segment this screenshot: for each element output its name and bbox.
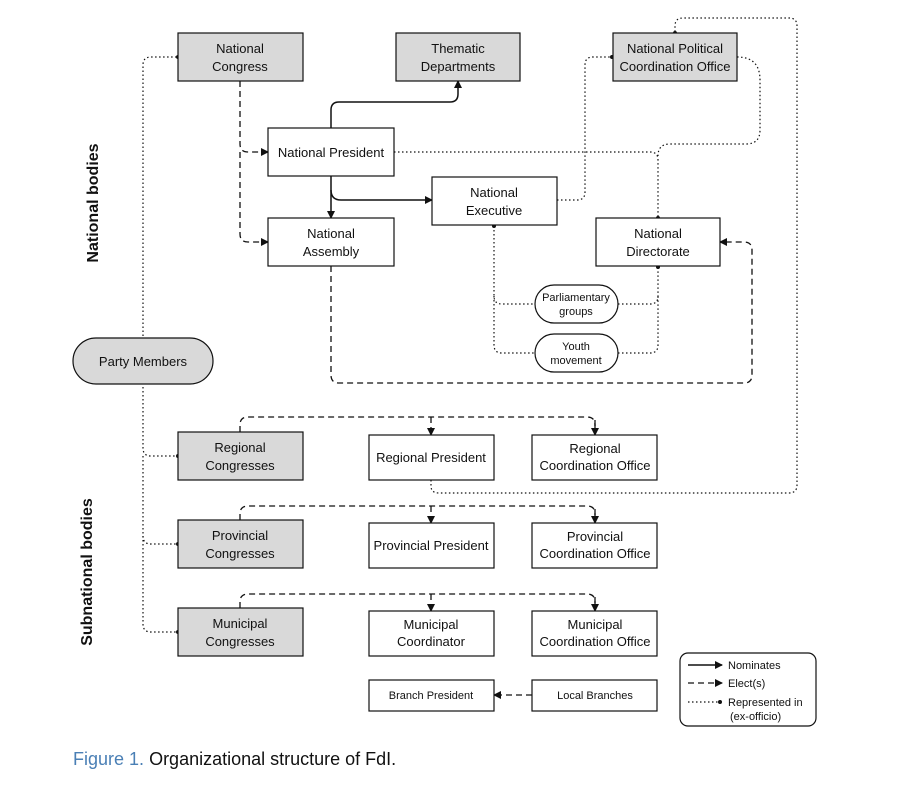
- legend-represented: Represented in: [728, 697, 803, 709]
- edge-congress-assembly: [239, 152, 269, 246]
- svg-text:Regional President: Regional President: [376, 450, 486, 465]
- node-national-president: National President: [267, 127, 395, 177]
- edge-members-municipal-congress: [142, 536, 180, 634]
- org-structure-diagram: National bodies Subnational bodies Natio…: [72, 17, 817, 727]
- svg-text:Provincial: Provincial: [567, 529, 623, 544]
- svg-text:Congresses: Congresses: [205, 634, 275, 649]
- node-party-members: Party Members: [72, 337, 214, 385]
- figure-caption: Figure 1. Organizational structure of Fd…: [73, 749, 396, 770]
- edge-executive-youth: [493, 296, 535, 354]
- svg-text:Directorate: Directorate: [626, 244, 690, 259]
- edge-members-regional-congress: [142, 383, 180, 458]
- svg-text:National: National: [634, 226, 682, 241]
- svg-text:Youth: Youth: [562, 341, 590, 353]
- svg-text:Coordination Office: Coordination Office: [539, 546, 650, 561]
- svg-text:National: National: [470, 185, 518, 200]
- svg-text:Coordination Office: Coordination Office: [539, 634, 650, 649]
- node-national-directorate: National Directorate: [595, 217, 721, 267]
- svg-text:Congresses: Congresses: [205, 458, 275, 473]
- svg-text:Congresses: Congresses: [205, 546, 275, 561]
- legend-elects: Elect(s): [728, 678, 765, 690]
- svg-text:Provincial: Provincial: [212, 528, 268, 543]
- caption-label: Figure 1.: [73, 749, 145, 769]
- node-provincial-president: Provincial President: [368, 522, 495, 569]
- caption-text: Organizational structure of FdI.: [149, 749, 397, 769]
- svg-text:Provincial President: Provincial President: [374, 538, 489, 553]
- svg-text:National President: National President: [278, 145, 385, 160]
- svg-text:Coordination Office: Coordination Office: [619, 59, 730, 74]
- node-municipal-congresses: Municipal Congresses: [177, 607, 304, 657]
- node-political-coordination-office: National Political Coordination Office: [612, 32, 738, 82]
- node-national-congress: National Congress: [177, 32, 304, 82]
- svg-text:Municipal: Municipal: [404, 617, 459, 632]
- node-municipal-coordination-office: Municipal Coordination Office: [531, 610, 658, 657]
- connectors: [142, 17, 798, 699]
- node-regional-coordination-office: Regional Coordination Office: [531, 434, 658, 481]
- edge-congress-president: [239, 81, 269, 156]
- svg-text:Branch President: Branch President: [389, 690, 473, 702]
- node-regional-congresses: Regional Congresses: [177, 431, 304, 481]
- edge-members-national-congress: [142, 55, 180, 340]
- edge-assembly-directorate: [330, 238, 753, 384]
- svg-text:Departments: Departments: [421, 59, 496, 74]
- svg-text:Coordination Office: Coordination Office: [539, 458, 650, 473]
- edge-youth-directorate: [618, 296, 659, 354]
- svg-text:Congress: Congress: [212, 59, 268, 74]
- node-municipal-coordinator: Municipal Coordinator: [368, 610, 495, 657]
- node-provincial-congresses: Provincial Congresses: [177, 519, 304, 569]
- svg-text:Regional: Regional: [569, 441, 620, 456]
- svg-text:Assembly: Assembly: [303, 244, 360, 259]
- node-national-assembly: National Assembly: [267, 217, 395, 267]
- node-thematic-departments: Thematic Departments: [395, 32, 521, 82]
- svg-text:National: National: [307, 226, 355, 241]
- node-provincial-coordination-office: Provincial Coordination Office: [531, 522, 658, 569]
- node-national-executive: National Executive: [431, 176, 558, 226]
- svg-text:Municipal: Municipal: [568, 617, 623, 632]
- edge-executive-parliamentary: [492, 224, 535, 305]
- svg-text:Municipal: Municipal: [213, 616, 268, 631]
- section-label-subnational: Subnational bodies: [79, 498, 96, 646]
- svg-text:movement: movement: [550, 355, 601, 367]
- legend-nominates: Nominates: [728, 660, 781, 672]
- svg-text:Parliamentary: Parliamentary: [542, 292, 610, 304]
- edge-parliamentary-directorate: [618, 265, 660, 305]
- svg-text:Executive: Executive: [466, 203, 522, 218]
- svg-text:National Political: National Political: [627, 41, 723, 56]
- edge-executive-political-office: [557, 55, 614, 201]
- svg-text:Party Members: Party Members: [99, 354, 188, 369]
- node-parliamentary-groups: Parliamentary groups: [534, 284, 619, 324]
- svg-text:Thematic: Thematic: [431, 41, 485, 56]
- edge-president-directorate: [394, 151, 660, 220]
- svg-text:National: National: [216, 41, 264, 56]
- node-local-branches: Local Branches: [531, 679, 658, 712]
- legend: Nominates Elect(s) Represented in (ex-of…: [679, 652, 817, 727]
- node-branch-president: Branch President: [368, 679, 495, 712]
- edge-president-thematic: [330, 80, 462, 128]
- svg-text:groups: groups: [559, 306, 593, 318]
- svg-text:Coordinator: Coordinator: [397, 634, 466, 649]
- edge-members-provincial-congress: [142, 456, 180, 546]
- edge-president-executive: [330, 189, 433, 204]
- svg-text:Regional: Regional: [214, 440, 265, 455]
- legend-represented-sub: (ex-officio): [730, 711, 781, 723]
- section-label-national: National bodies: [85, 143, 102, 262]
- svg-text:Local Branches: Local Branches: [557, 690, 633, 702]
- node-youth-movement: Youth movement: [534, 333, 619, 373]
- node-regional-president: Regional President: [368, 434, 495, 481]
